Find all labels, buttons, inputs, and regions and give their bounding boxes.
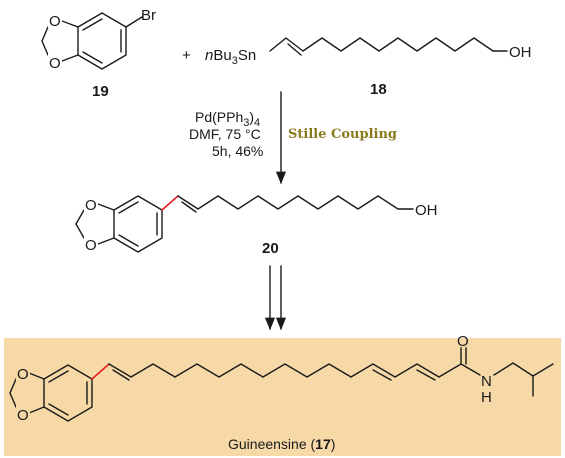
- carbonyl-oxygen: O: [457, 333, 469, 350]
- compound-20-label: 20: [262, 240, 279, 257]
- oxygen-atom: O: [17, 366, 29, 383]
- oxygen-atom: O: [85, 197, 97, 214]
- alkyl-chain: [177, 195, 414, 210]
- compound-19: O O Br 19: [41, 7, 156, 100]
- time-yield-label: 5h, 46%: [212, 143, 263, 159]
- product-name: Guineensine (17): [228, 436, 335, 452]
- oxygen-atom: O: [49, 55, 61, 72]
- compound-17: O O O N H Guineensine (17): [9, 333, 554, 452]
- catalyst-label: Pd(PPh3)4: [195, 109, 260, 129]
- compound-18: nBu3Sn OH 18: [205, 37, 532, 98]
- amide-hydrogen: H: [481, 389, 492, 406]
- hydroxyl-group: OH: [415, 202, 438, 219]
- reaction-conditions: Pd(PPh3)4 DMF, 75 °C 5h, 46% Stille Coup…: [189, 109, 397, 159]
- compound-18-label: 18: [370, 81, 387, 98]
- new-cc-bond: [91, 363, 110, 380]
- oxygen-atom: O: [49, 13, 61, 30]
- oxygen-atom: O: [17, 407, 29, 424]
- oxygen-atom: O: [85, 237, 97, 254]
- alkyl-chain: [269, 37, 508, 52]
- product-highlight-box: [4, 338, 561, 456]
- benzene-ring: [77, 12, 127, 70]
- polyene-chain: [108, 363, 462, 378]
- amide-nitrogen: N: [481, 373, 492, 390]
- solvent-temperature-label: DMF, 75 °C: [189, 126, 261, 142]
- hydroxyl-group: OH: [509, 44, 532, 61]
- compound-19-label: 19: [92, 83, 109, 100]
- new-cc-bond: [161, 195, 179, 211]
- benzene-ring: [113, 195, 163, 253]
- bromine-atom: Br: [141, 7, 156, 24]
- compound-20: O O OH 20: [75, 195, 438, 257]
- tributyltin-group: nBu3Sn: [205, 47, 256, 67]
- stille-coupling-label: Stille Coupling: [288, 127, 397, 142]
- plus-sign: +: [182, 47, 191, 64]
- isobutyl-group: [493, 362, 554, 377]
